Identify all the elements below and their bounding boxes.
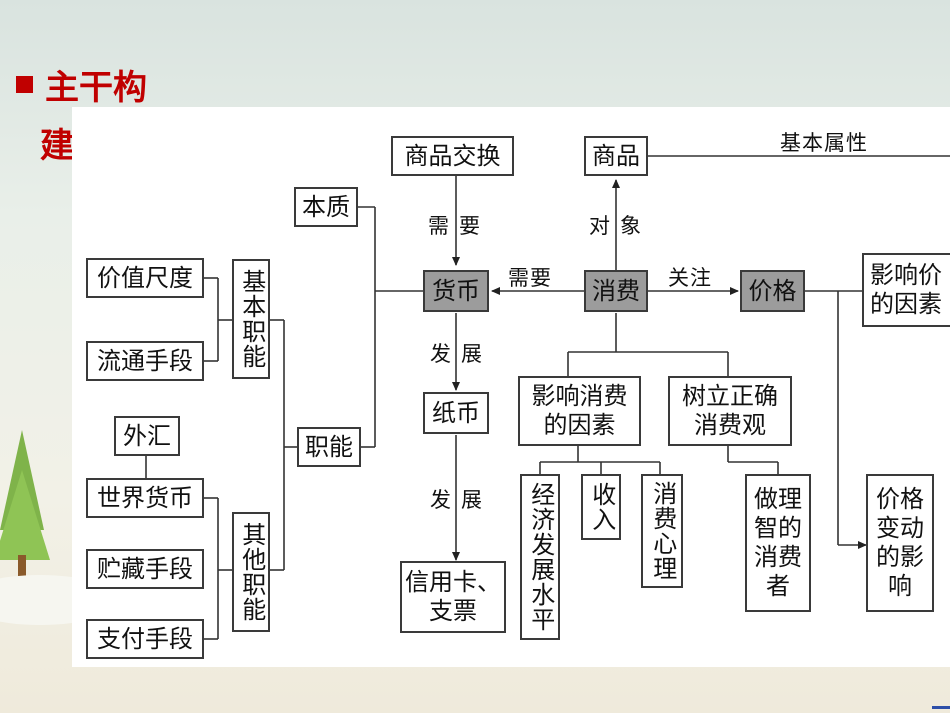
node-zhifu-shouduan: 支付手段 (86, 619, 204, 659)
label-fazhan-1: 发展 (430, 342, 492, 366)
section-title-line2: 建 (40, 126, 74, 166)
node-waihui: 外汇 (114, 416, 180, 456)
node-zhicang-shouduan: 贮藏手段 (86, 549, 204, 589)
square-bullet-icon (16, 76, 33, 93)
node-xiaofei: 消费 (584, 270, 648, 312)
node-shangpin-jiaohuan: 商品交换 (391, 136, 514, 176)
node-qita-zhineng: 其他职能 (232, 512, 270, 632)
node-xinyongka: 信用卡、 支票 (400, 561, 506, 633)
node-benzhi: 本质 (294, 187, 358, 227)
node-jiage-biandong: 价格 变动 的影 响 (866, 474, 934, 612)
label-duixiang: 对象 (589, 214, 651, 238)
node-shijie-huobi: 世界货币 (86, 478, 204, 518)
node-zuo-lizhi: 做理 智的 消费 者 (745, 474, 811, 612)
node-jingji: 经济发展水平 (520, 474, 560, 640)
label-guanzhu: 关注 (668, 266, 712, 290)
node-jiben-zhineng: 基本职能 (232, 259, 270, 379)
node-xiaofei-xinli: 消费心理 (641, 474, 683, 588)
node-shangpin: 商品 (584, 136, 648, 176)
section-title-line1: 主干构 (45, 68, 147, 108)
node-jiage: 价格 (740, 270, 805, 312)
slide-link[interactable] (932, 706, 950, 709)
node-shuli: 树立正确 消费观 (668, 376, 792, 446)
node-liutong-shouduan: 流通手段 (86, 341, 204, 381)
node-zhibi: 纸币 (423, 392, 489, 434)
label-jiben-shuxing: 基本属性 (780, 131, 868, 155)
christmas-tree-icon (0, 470, 50, 560)
node-yingxiang-xiaofei: 影响消费 的因素 (518, 376, 641, 446)
node-huobi: 货币 (423, 270, 489, 312)
label-xuyao-vertical: 需要 (428, 214, 490, 238)
node-shouru: 收入 (581, 474, 621, 540)
node-yingxiang-jia: 影响价 的因素 (862, 253, 950, 327)
section-title: 主干构 (16, 60, 147, 109)
node-zhineng: 职能 (297, 427, 361, 467)
node-jiazhi-chidu: 价值尺度 (86, 258, 204, 298)
label-xuyao-horizontal: 需要 (508, 266, 552, 290)
label-fazhan-2: 发展 (430, 488, 492, 512)
